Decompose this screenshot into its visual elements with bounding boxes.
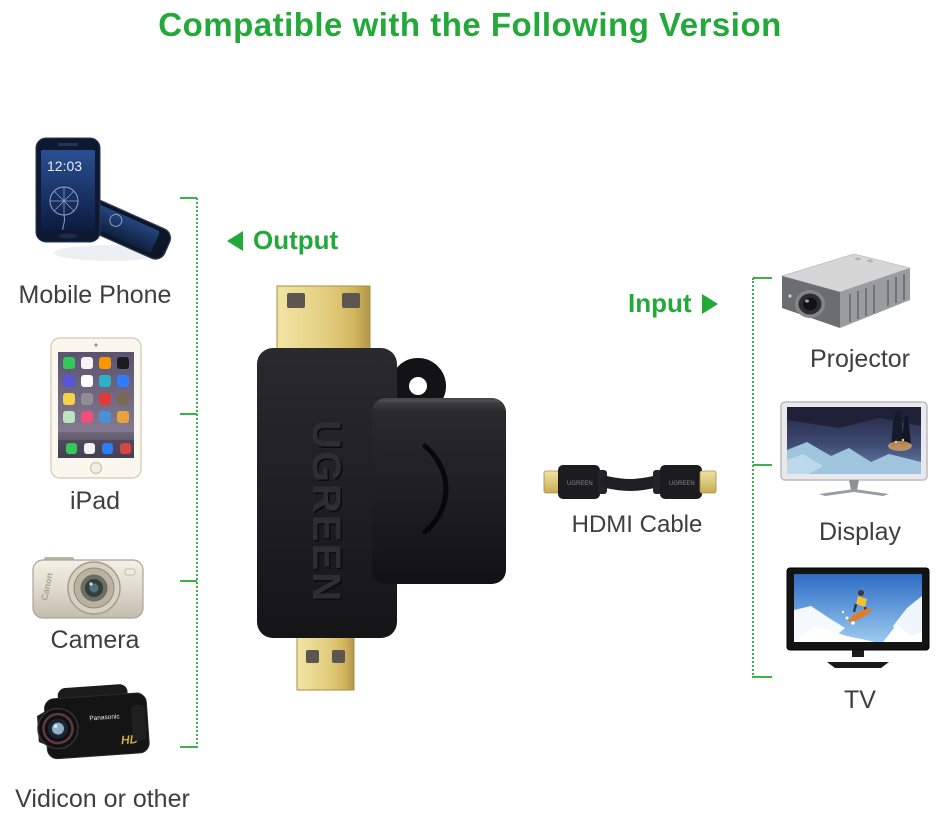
cable-plug-right <box>699 470 717 494</box>
ipad-dock <box>58 440 134 458</box>
adapter-body <box>257 348 397 638</box>
display-image <box>780 401 928 496</box>
cable-plug-left <box>543 470 561 494</box>
mobile-phone-image: 12:03 <box>35 137 172 261</box>
hdmi-cable-image: UGREEN UGREEN <box>543 465 717 499</box>
cable-brand-right: UGREEN <box>669 481 695 487</box>
adapter-hdmi-female-block <box>372 398 506 584</box>
output-tick-vidicon <box>180 746 197 748</box>
projector-image <box>780 253 912 328</box>
camera-flash <box>124 568 136 576</box>
camcorder-lens <box>37 707 79 750</box>
label-vidicon: Vidicon or other <box>15 785 190 813</box>
phone-wallpaper-dandelion <box>49 186 79 231</box>
svg-text:UGREEN: UGREEN <box>306 422 350 605</box>
camcorder-brand-text: Panasonic <box>89 713 121 722</box>
label-ipad: iPad <box>69 487 121 515</box>
ipad-home-button <box>89 461 103 475</box>
adapter-brand-text-face: UGREEN <box>304 420 348 603</box>
display-stand-base <box>819 489 889 496</box>
adapter-image: UGREEN UGREEN <box>257 285 506 691</box>
cable-brand-left: UGREEN <box>567 481 593 487</box>
display-scene <box>787 407 921 474</box>
input-tick-projector <box>753 277 772 279</box>
tv-scene-snowboarder <box>794 590 922 642</box>
tv-stand-neck <box>852 650 864 657</box>
input-label: Input <box>628 288 692 318</box>
adapter-mini-hdmi-plug <box>276 285 371 351</box>
output-label-group: Output <box>227 225 338 256</box>
input-bracket-line <box>752 278 754 678</box>
output-tick-ipad <box>180 413 197 415</box>
adapter-brand-text: UGREEN UGREEN <box>304 420 350 605</box>
input-arrow-icon <box>701 293 718 314</box>
label-hdmi-cable: HDMI Cable <box>571 511 703 538</box>
input-tick-tv <box>753 676 772 678</box>
output-tick-camera <box>180 580 197 582</box>
input-tick-display <box>753 464 772 466</box>
display-stand-neck <box>849 480 859 490</box>
projector-vents <box>849 274 905 322</box>
adapter-block-groove <box>422 443 449 535</box>
output-bracket-line <box>196 198 198 748</box>
ipad-dock-icons <box>66 443 131 454</box>
tv-stand-base <box>827 662 889 668</box>
label-display: Display <box>819 518 901 546</box>
camera-image: Canon <box>32 557 144 619</box>
label-tv: TV <box>844 686 876 714</box>
camcorder-grip <box>130 704 147 742</box>
cable-relief-right <box>653 470 662 494</box>
page-title: Compatible with the Following Version <box>158 6 782 43</box>
camera-lens <box>67 561 121 615</box>
ipad-image <box>50 337 142 479</box>
adapter-micro-hdmi-plug <box>296 635 355 691</box>
camcorder-image: Panasonic HD <box>37 684 150 760</box>
projector-lens <box>795 290 825 318</box>
cable-head-left <box>558 465 600 499</box>
phone-front: 12:03 <box>35 137 101 243</box>
label-camera: Camera <box>50 626 140 654</box>
phone-clock-text: 12:03 <box>47 158 82 174</box>
cable-cord <box>600 476 660 491</box>
output-arrow-icon <box>227 230 243 251</box>
output-label: Output <box>253 225 339 255</box>
input-label-group: Input <box>628 288 718 319</box>
label-projector: Projector <box>809 345 911 373</box>
cable-head-right <box>660 465 702 499</box>
output-tick-phone <box>180 197 197 199</box>
tv-image <box>786 567 930 668</box>
label-mobile-phone: Mobile Phone <box>18 281 172 309</box>
ipad-app-icons <box>63 357 129 423</box>
